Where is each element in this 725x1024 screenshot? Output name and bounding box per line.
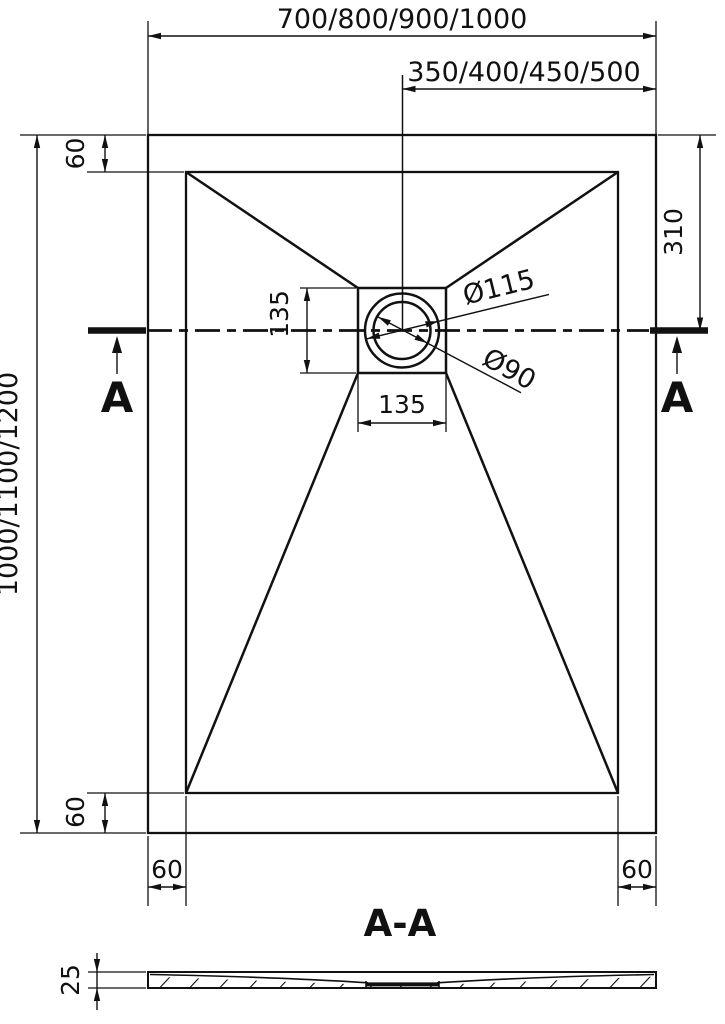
dim-drain-square-width: 135 [358, 390, 446, 427]
section-hatching [148, 976, 656, 988]
dim-outer-width: 700/800/900/1000 [148, 4, 656, 40]
dim-flange-diameter: Ø115 [366, 264, 550, 340]
extension-lines [20, 21, 716, 906]
slope-line-top-left [185, 170, 359, 290]
section-cut-line: A A [88, 75, 708, 422]
dim-rim-top-label: 60 [61, 138, 90, 170]
dim-thickness: 25 [56, 953, 146, 1010]
dim-thickness-label: 25 [56, 964, 85, 996]
section-view: A-A [56, 902, 657, 1010]
slope-line-bottom-right [444, 372, 620, 794]
section-marker-right-label: A [661, 373, 694, 422]
dim-drain-square-height-label: 135 [265, 290, 294, 338]
slope-line-bottom-left [184, 372, 360, 794]
dim-rim-right-label: 60 [621, 855, 653, 884]
dim-rim-left: 60 [148, 855, 186, 891]
dim-center-to-edge: 350/400/450/500 [402, 57, 656, 93]
dim-outer-width-label: 700/800/900/1000 [277, 4, 528, 35]
dim-rim-bottom-label: 60 [61, 796, 90, 828]
section-marker-left-label: A [101, 373, 134, 422]
dim-rim-bottom: 60 [61, 793, 109, 833]
section-arrow-right-head [672, 336, 682, 353]
dim-drain-square-width-label: 135 [378, 390, 426, 419]
dim-drain-offset-label: 310 [659, 208, 688, 256]
section-profile-outline [147, 971, 657, 989]
dim-length: 1000/1100/1200 [0, 135, 41, 833]
section-title: A-A [364, 902, 437, 945]
dim-rim-right: 60 [618, 855, 656, 891]
dim-rim-top: 60 [61, 135, 109, 172]
dim-center-to-edge-label: 350/400/450/500 [407, 57, 640, 88]
section-basin-curve-left [149, 973, 369, 984]
section-basin-curve-right [436, 973, 655, 984]
dim-rim-left-label: 60 [151, 855, 183, 884]
dim-drain-square-height: 135 [265, 288, 311, 373]
dim-length-label: 1000/1100/1200 [0, 372, 24, 596]
dim-drain-diameter-label: Ø90 [477, 343, 541, 397]
dim-drain-offset: 310 [659, 135, 704, 331]
section-arrow-left-head [112, 336, 122, 353]
slope-line-top-right [445, 170, 619, 290]
